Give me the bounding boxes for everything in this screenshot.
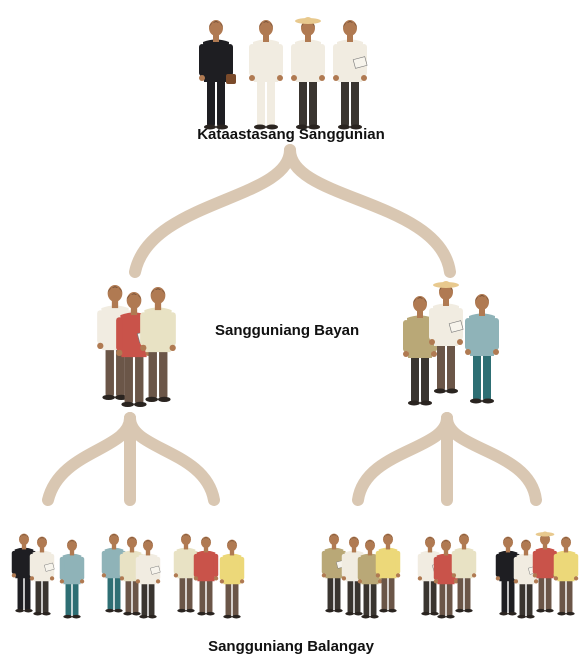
branch-connector-icon bbox=[284, 144, 456, 278]
figure-groups bbox=[11, 17, 579, 619]
person-figure-icon bbox=[219, 539, 245, 619]
person-figure-icon bbox=[403, 296, 437, 406]
person-figure-icon bbox=[193, 536, 219, 616]
level-label-middle: Sangguniang Bayan bbox=[215, 322, 360, 339]
person-figure-icon bbox=[465, 294, 499, 404]
person-figure-icon bbox=[451, 533, 477, 613]
person-figure-icon bbox=[291, 17, 325, 130]
person-figure-icon bbox=[59, 539, 85, 619]
person-figure-icon bbox=[333, 20, 368, 130]
person-figure-icon bbox=[375, 533, 401, 613]
branch-connector-icon bbox=[352, 412, 453, 506]
person-figure-icon bbox=[429, 281, 464, 394]
person-figure-icon bbox=[249, 20, 283, 130]
branch-connector-icon bbox=[441, 412, 542, 506]
person-figure-icon bbox=[199, 20, 236, 130]
person-figure-icon bbox=[29, 536, 55, 616]
person-figure-icon bbox=[135, 539, 161, 619]
person-figure-icon bbox=[553, 536, 579, 616]
person-figure-icon bbox=[532, 531, 558, 613]
branch-connector-icon bbox=[42, 412, 136, 506]
branch-connector-icon bbox=[124, 412, 220, 506]
level-label-top: Kataastasang Sanggunian bbox=[197, 126, 385, 143]
person-figure-icon bbox=[140, 287, 176, 402]
branch-connector-icon bbox=[129, 144, 296, 278]
branch-connectors bbox=[42, 144, 542, 506]
level-label-bottom: Sangguniang Balangay bbox=[208, 638, 374, 655]
